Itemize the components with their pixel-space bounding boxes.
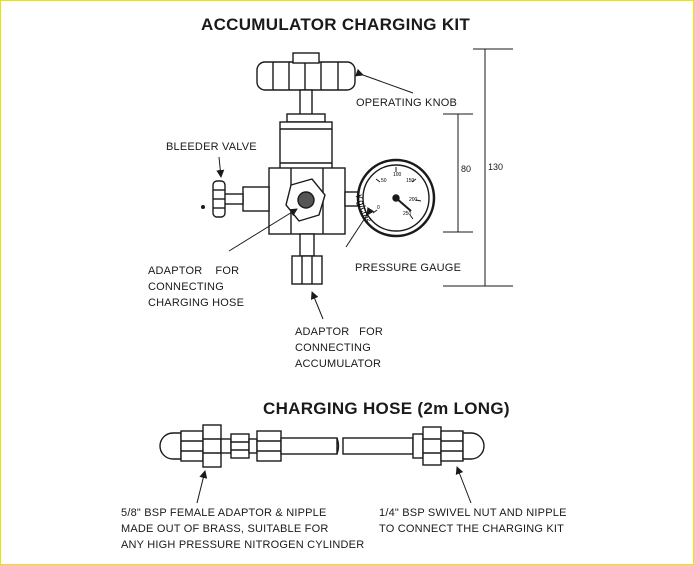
gauge-scale-200: 200 [409,197,418,203]
pressure-gauge-label: PRESSURE GAUGE [355,262,462,274]
operating-knob-label: OPERATING KNOB [356,97,457,109]
hose-title: CHARGING HOSE (2m LONG) [263,399,510,418]
valve-bonnet [279,121,333,171]
leader-lines [196,68,472,504]
hose-right-caption: 1/4" BSP SWIVEL NUT AND NIPPLE TO CONNEC… [379,507,567,535]
gauge-scale-250: 250 [403,211,412,217]
valve-body [268,167,346,235]
gauge-scale-50: 50 [381,178,387,184]
gauge-scale-100: 100 [393,172,402,178]
valve-stem [286,89,326,123]
hose-left-caption: 5/8" BSP FEMALE ADAPTOR & NIPPLE MADE OU… [121,507,365,551]
hose-assembly [159,424,485,468]
bleeder-valve [212,180,270,218]
dimension-130 [443,48,513,287]
bottom-adaptor [291,233,323,285]
dimension-130-label: 130 [488,162,504,172]
gauge-scale-150: 150 [406,178,415,184]
dimension-80-label: 80 [461,164,472,174]
gauge-scale-0: 0 [377,205,380,211]
bleeder-valve-label: BLEEDER VALVE [166,141,257,153]
dimension-80 [443,113,473,233]
adaptor-hose-label: ADAPTOR FOR CONNECTING CHARGING HOSE [148,265,245,309]
kit-title: ACCUMULATOR CHARGING KIT [201,15,471,34]
adaptor-accumulator-label: ADAPTOR FOR CONNECTING ACCUMULATOR [295,326,383,370]
operating-knob [256,52,356,91]
